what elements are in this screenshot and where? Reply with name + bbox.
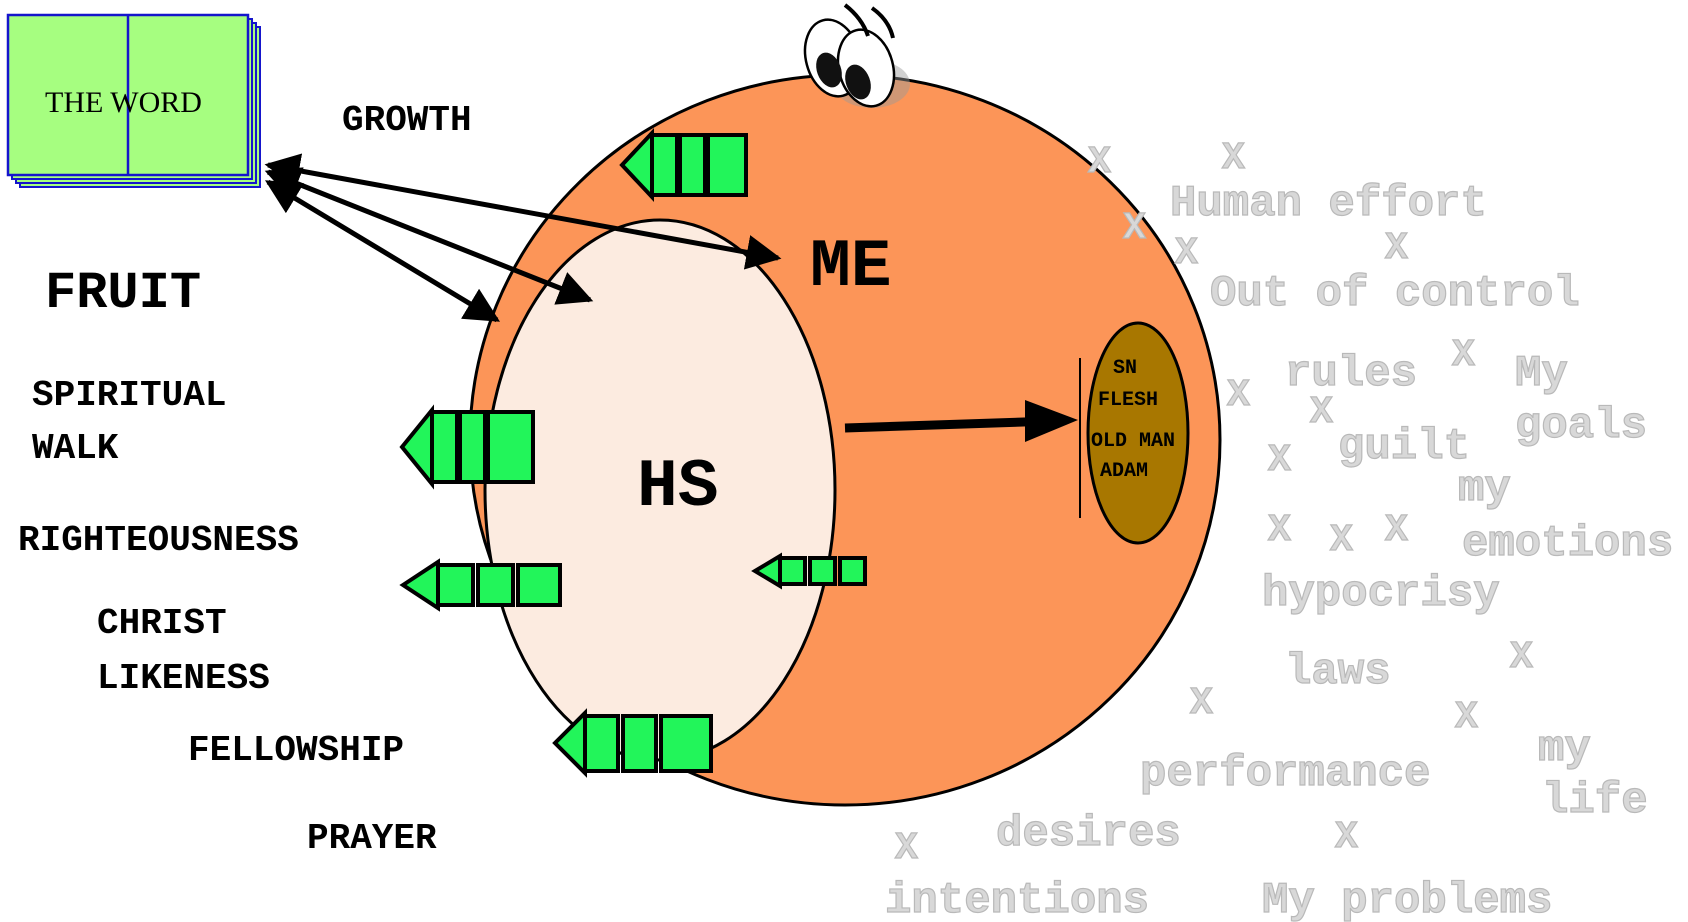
x-mark: X [1385,227,1408,270]
sin-nature-oval [1086,321,1190,545]
christ-label: CHRIST [97,603,227,644]
my-word: My [1515,349,1568,399]
rules-word: rules [1285,349,1417,399]
x-mark: X [1330,519,1353,562]
old-man-label: OLD MAN [1091,430,1175,453]
my-lower-word: my [1458,464,1511,514]
book-icon [6,13,261,188]
walk-label: WALK [32,428,119,469]
x-mark: X [1268,509,1291,552]
green-arrow-fellowship [552,708,713,778]
green-arrow-righteousness [399,558,562,612]
green-arrow-walk [399,404,535,490]
book-label: THE WORD [45,86,202,119]
x-mark: X [895,827,918,870]
sn-label: SN [1113,357,1137,380]
desires-word: desires [996,809,1181,859]
x-mark: X [1227,374,1250,417]
spiritual-label: SPIRITUAL [32,375,226,416]
out-of-control-word: Out of control [1210,269,1580,319]
eyes-icon [803,3,910,108]
hypocrisy-word: hypocrisy [1262,569,1500,619]
x-mark: X [1452,334,1475,377]
x-mark: X [1222,137,1245,180]
x-mark: X [1268,439,1291,482]
hs-to-sn-arrowhead [1025,400,1078,442]
fruit-label: FRUIT [45,264,201,323]
x-mark: X [1385,509,1408,552]
x-mark: X [1455,696,1478,739]
hs-to-sn-arrow [844,416,1056,433]
x-mark: X [1123,207,1146,250]
laws-word: laws [1285,647,1391,697]
green-arrow-top [619,127,748,203]
green-arrow-center [751,552,867,590]
my-problems-word: My problems [1262,876,1552,922]
fellowship-label: FELLOWSHIP [188,730,404,771]
intentions-word: intentions [885,876,1149,922]
performance-word: performance [1140,749,1430,799]
human-effort-word: Human effort [1170,179,1487,229]
x-mark: X [1175,232,1198,275]
righteousness-label: RIGHTEOUSNESS [18,520,299,561]
my-life-my-word: my [1538,724,1591,774]
likeness-label: LIKENESS [97,658,270,699]
x-mark: X [1088,141,1111,184]
x-mark: X [1510,636,1533,679]
book-arrow-3 [265,179,500,323]
hs-label: HS [637,449,719,526]
flesh-label: FLESH [1098,389,1158,412]
guilt-word: guilt [1338,422,1470,472]
growth-label: GROWTH [342,100,472,141]
emotions-word: emotions [1462,519,1673,569]
x-marks: X X X X X X X X X X X X X X X X X [894,136,1533,870]
x-mark: X [1335,816,1358,859]
prayer-label: PRAYER [307,818,437,859]
me-label: ME [810,229,892,306]
adam-label: ADAM [1100,460,1148,483]
x-mark: X [1190,682,1213,725]
x-mark: X [1310,391,1333,434]
life-word: life [1542,776,1648,826]
goals-word: goals [1515,401,1647,451]
